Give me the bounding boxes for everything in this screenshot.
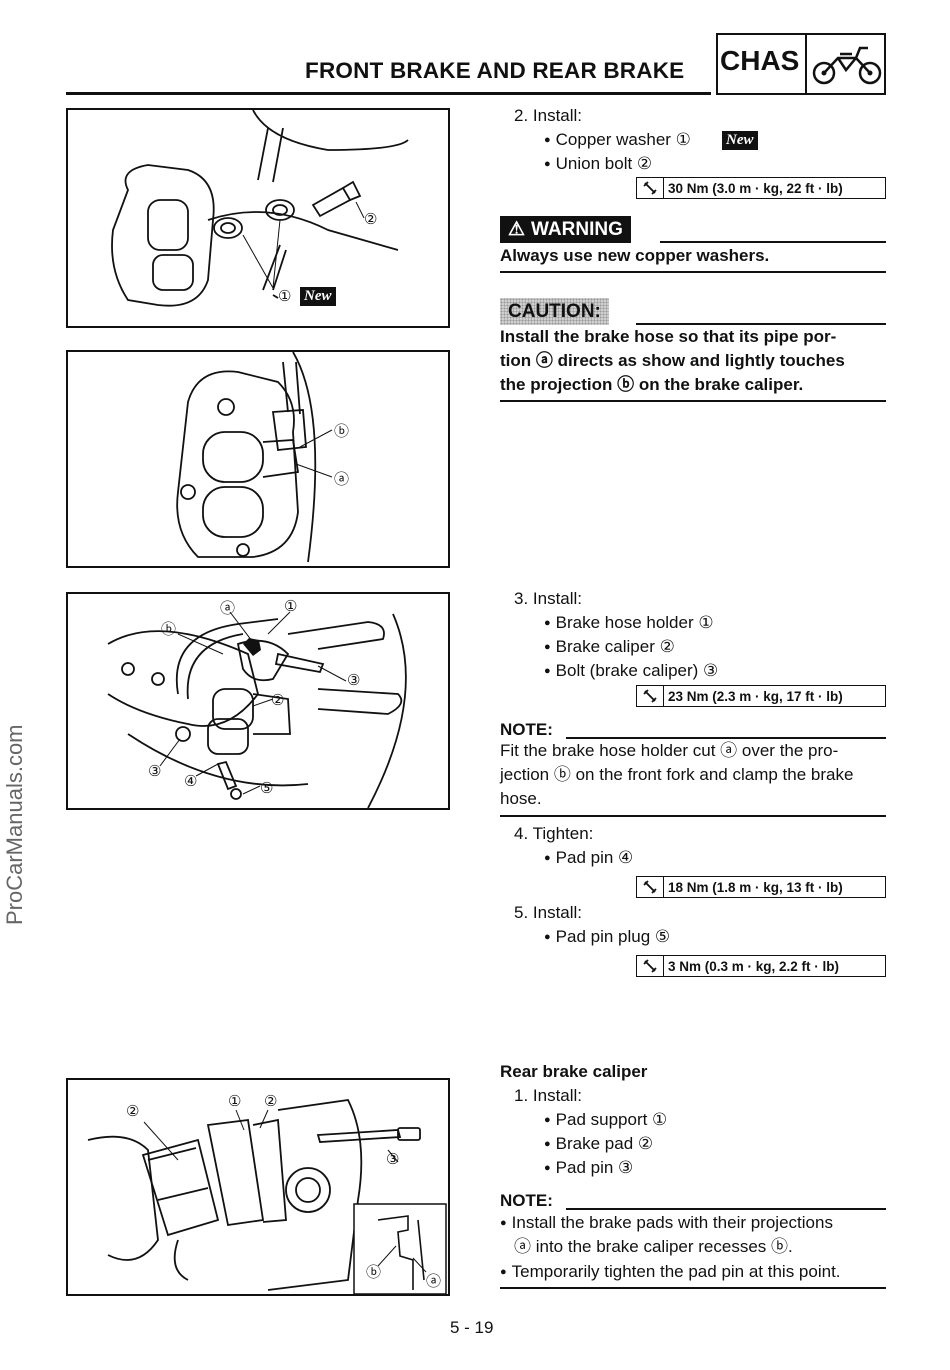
caution-line-1: Install the brake hose so that its pipe … [500, 327, 837, 346]
rear-caliper-illustration [87, 1099, 447, 1295]
note-1-label: NOTE: [500, 720, 553, 739]
page-title: FRONT BRAKE AND REAR BRAKE [305, 58, 685, 83]
callout-5: ⑤ [260, 780, 274, 797]
note-2-bullet-2: Temporarily tighten the pad pin at this … [500, 1260, 841, 1286]
new-badge: New [722, 131, 758, 150]
torque-wrench-icon [637, 877, 664, 897]
caution-text: Install the brake hose so that its pipe … [500, 325, 886, 397]
rear-step-1-item-2: Brake pad ② [544, 1132, 653, 1158]
front-caliper-illustration [107, 611, 407, 809]
torque-wrench-icon [637, 956, 664, 976]
warning-rule-bottom [500, 271, 886, 273]
section-divider [805, 33, 807, 95]
step-5-item-1: Pad pin plug ⑤ [544, 925, 670, 951]
warning-label: ⚠ WARNING [500, 216, 631, 243]
callout-a: ⓐ [426, 1273, 442, 1290]
torque-value: 23 Nm (2.3 m · kg, 17 ft · lb) [668, 688, 843, 704]
caution-line-2: tion ⓐ directs as show and lightly touch… [500, 351, 845, 370]
caution-rule-bottom [500, 400, 886, 402]
note-1-rule-bottom [500, 815, 886, 817]
caution-rule-top [636, 323, 886, 325]
step-3-item-1: Brake hose holder ① [544, 611, 714, 637]
warning-text: Always use new copper washers. [500, 246, 770, 265]
page-number: 5 - 19 [450, 1318, 494, 1337]
callout-3: ③ [347, 672, 361, 689]
caution-line-3: the projection ⓑ on the brake caliper. [500, 375, 804, 394]
watermark: ProCarManuals.com [2, 724, 27, 925]
callout-2b: ② [264, 1093, 278, 1110]
callout-1: ① [284, 598, 298, 615]
motorcycle-icon [812, 46, 882, 85]
note-2-bullet-1-line-2: ⓐ into the brake caliper recesses ⓑ. [514, 1237, 793, 1256]
callout-b: ⓑ [366, 1264, 382, 1281]
step-3-heading: 3. Install: [514, 589, 583, 608]
torque-spec-1: 30 Nm (3.0 m · kg, 22 ft · lb) [636, 177, 886, 199]
torque-spec-4: 3 Nm (0.3 m · kg, 2.2 ft · lb) [636, 955, 886, 977]
callout-4: ④ [184, 773, 198, 790]
step-2-item-2: Union bolt ② [544, 152, 653, 178]
step-2-item-1: Copper washer ① [544, 128, 691, 154]
callout-2: ② [364, 211, 378, 228]
caliper-hose-illustration [111, 109, 409, 307]
callout-1: ① [228, 1093, 242, 1110]
torque-value: 18 Nm (1.8 m · kg, 13 ft · lb) [668, 879, 843, 895]
section-label: CHAS [720, 45, 800, 76]
note-1-line-1: Fit the brake hose holder cut ⓐ over the… [500, 741, 839, 760]
callout-a: ⓐ [220, 600, 236, 617]
callout-a: ⓐ [334, 471, 350, 488]
note-2-rule-bottom [500, 1287, 886, 1289]
note-1-line-2: jection ⓑ on the front fork and clamp th… [500, 765, 854, 784]
new-badge: New [300, 287, 336, 306]
figure-caliper-install: ⓐ ① ⓑ ③ ② ③ ④ ⑤ [66, 592, 450, 810]
note-1-line-3: hose. [500, 789, 542, 808]
callout-2: ② [271, 692, 285, 709]
figure-union-bolt: ② ① New [66, 108, 450, 328]
torque-spec-3: 18 Nm (1.8 m · kg, 13 ft · lb) [636, 876, 886, 898]
caliper-projection-illustration [176, 351, 333, 563]
torque-value: 30 Nm (3.0 m · kg, 22 ft · lb) [668, 180, 843, 196]
header-rule [66, 92, 711, 95]
step-4-heading: 4. Tighten: [514, 824, 594, 843]
torque-spec-2: 23 Nm (2.3 m · kg, 17 ft · lb) [636, 685, 886, 707]
rear-step-1-heading: 1. Install: [514, 1086, 583, 1105]
step-2-heading: 2. Install: [514, 106, 583, 125]
section-box [716, 33, 886, 95]
rear-section-title: Rear brake caliper [500, 1062, 648, 1081]
step-5-heading: 5. Install: [514, 903, 583, 922]
warning-triangle-icon: ⚠ [508, 219, 526, 240]
note-2-bullet-1-line-1: Install the brake pads with their projec… [500, 1211, 833, 1237]
callout-b: ⓑ [334, 423, 350, 440]
warning-label-text: WARNING [531, 218, 623, 240]
note-1-text: Fit the brake hose holder cut ⓐ over the… [500, 739, 890, 811]
torque-value: 3 Nm (0.3 m · kg, 2.2 ft · lb) [668, 958, 840, 974]
warning-rule-top [660, 241, 886, 243]
note-2-rule-top [566, 1208, 886, 1210]
step-4-item-1: Pad pin ④ [544, 846, 634, 872]
rear-step-1-item-1: Pad support ① [544, 1108, 668, 1134]
callout-3b: ③ [148, 763, 162, 780]
note-2-label: NOTE: [500, 1191, 553, 1210]
callout-2: ② [126, 1103, 140, 1120]
callout-1: ① [278, 288, 292, 305]
torque-wrench-icon [637, 686, 664, 706]
figure-hose-position: ⓑ ⓐ [66, 350, 450, 568]
callout-b: ⓑ [161, 621, 177, 638]
figure-rear-caliper: ② ① ② ③ ⓑ ⓐ [66, 1078, 450, 1296]
note-1-rule-top [566, 737, 886, 739]
caution-label: CAUTION: [500, 298, 609, 325]
callout-3: ③ [386, 1151, 400, 1168]
torque-wrench-icon [637, 178, 664, 198]
step-3-item-2: Brake caliper ② [544, 635, 675, 661]
step-3-item-3: Bolt (brake caliper) ③ [544, 659, 719, 685]
rear-step-1-item-3: Pad pin ③ [544, 1156, 634, 1182]
